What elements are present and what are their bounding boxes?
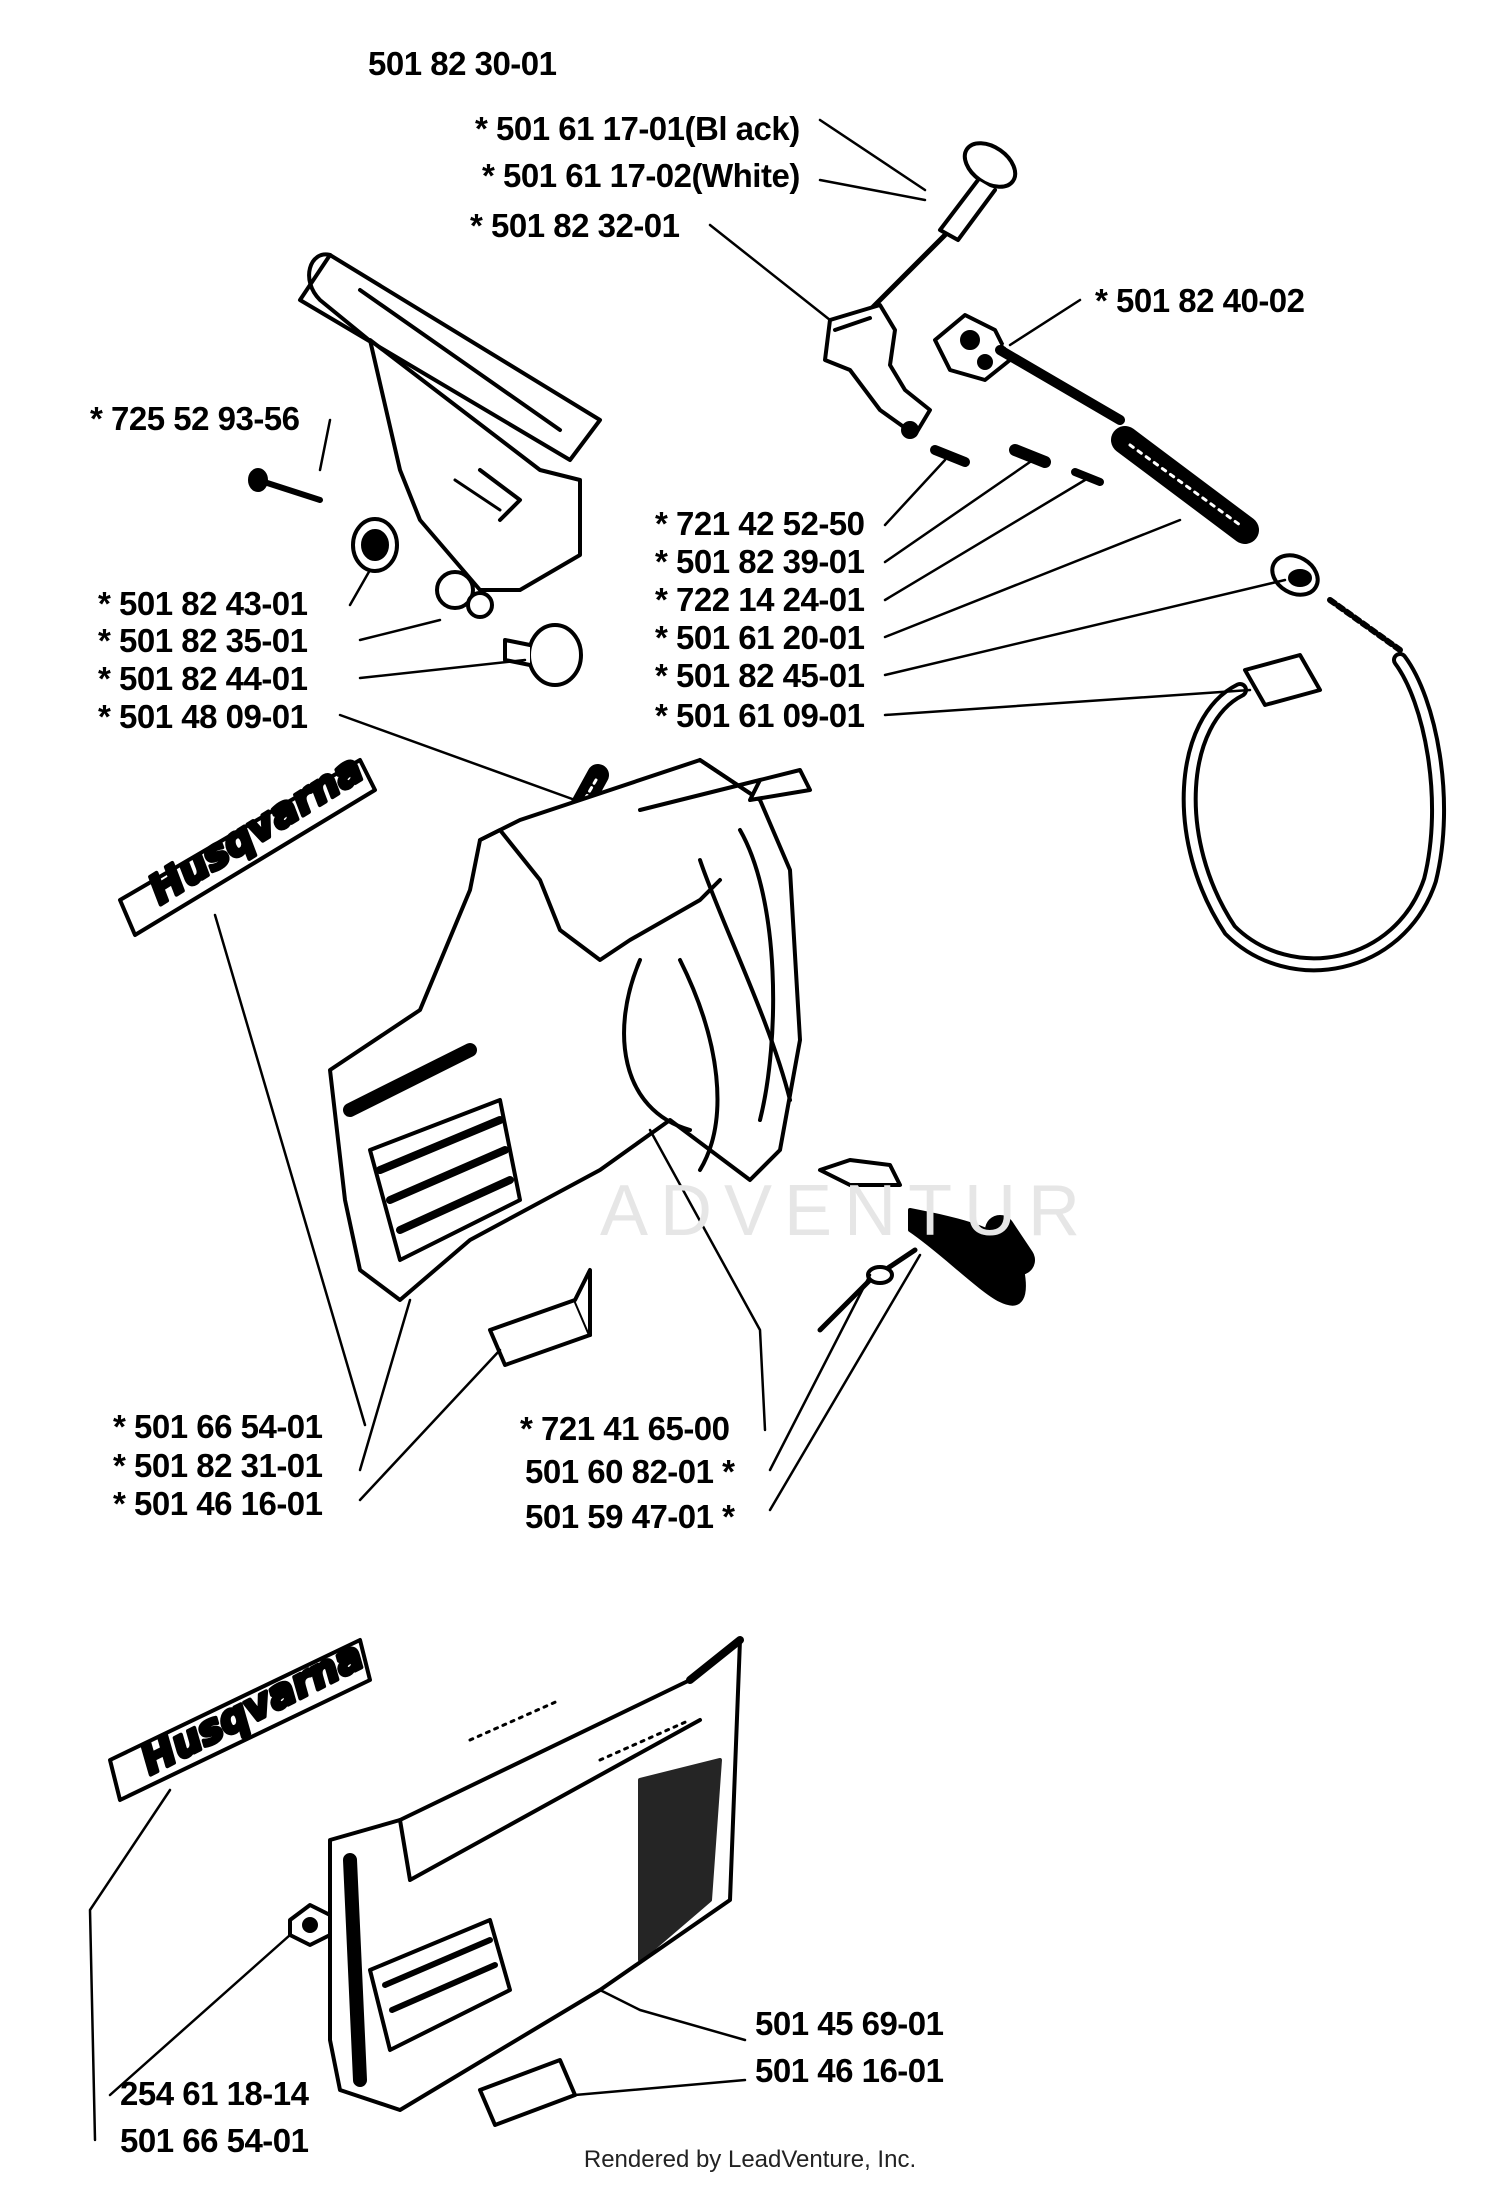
clutch-cover (328, 758, 802, 1302)
part-label: 501 60 82-01 * (525, 1453, 735, 1490)
part-label: * 721 41 65-00 (520, 1410, 730, 1447)
small-pins (930, 444, 1104, 486)
part-label: * 501 82 39-01 (655, 543, 865, 580)
leader-lines (88, 118, 1287, 2142)
assembly-number: 501 82 30-01 (368, 45, 557, 82)
wear-pad (488, 1268, 592, 1367)
choke-knob (847, 141, 1018, 333)
part-label: * 501 82 35-01 (98, 622, 308, 659)
nut (288, 1903, 332, 1947)
spring-washer (351, 517, 399, 573)
part-label: 501 45 69-01 (755, 2005, 944, 2042)
part-label: * 725 52 93-56 (90, 400, 300, 437)
svg-text:Husqvarna: Husqvarna (141, 746, 371, 914)
part-label: * 501 82 40-02 (1095, 282, 1305, 319)
part-label: * 501 82 44-01 (98, 660, 308, 697)
watermark-text: ADVENTUR (600, 1171, 1093, 1251)
part-label: * 501 61 20-01 (655, 619, 865, 656)
brake-band (1181, 652, 1446, 973)
svg-text:Husqvarna: Husqvarna (134, 1633, 371, 1784)
part-label: * 501 61 17-01(Bl ack) (475, 110, 800, 147)
part-label: * 501 66 54-01 (113, 1408, 323, 1445)
part-label: 501 46 16-01 (755, 2052, 944, 2089)
brake-spring (1111, 426, 1259, 544)
chain-cover (328, 1636, 744, 2112)
part-label: * 501 82 45-01 (655, 657, 865, 694)
part-label: * 501 82 32-01 (470, 207, 680, 244)
part-label: * 501 61 17-02(White) (482, 157, 800, 194)
chain-catcher (638, 768, 812, 812)
part-label: * 501 48 09-01 (98, 698, 308, 735)
part-label: 254 61 18-14 (120, 2075, 309, 2112)
part-label: * 722 14 24-01 (655, 581, 865, 618)
front-handle-guard (298, 252, 602, 619)
spring-cup (1270, 553, 1403, 653)
husqvarna-decal-upper: Husqvarna (118, 744, 377, 937)
handle-bolt (248, 468, 323, 503)
part-label: 501 66 54-01 (120, 2122, 309, 2159)
rubber-buffer (908, 1208, 1035, 1306)
footer-credit: Rendered by LeadVenture, Inc. (583, 2146, 917, 2173)
choke-lever-bracket (823, 303, 932, 439)
part-label: * 501 46 16-01 (113, 1485, 323, 1522)
cable-end (817, 1247, 918, 1333)
part-label: * 501 82 31-01 (113, 1447, 323, 1484)
part-label: * 721 42 52-50 (655, 505, 865, 542)
part-label: * 501 61 09-01 (655, 697, 865, 734)
husqvarna-decal-lower: Husqvarna (108, 1631, 373, 1802)
wear-pad-lower (478, 2058, 577, 2127)
part-label: * 501 82 43-01 (98, 585, 308, 622)
brake-lever-strip (818, 1158, 902, 1187)
lever-knob (503, 623, 583, 687)
part-label: 501 59 47-01 * (525, 1498, 735, 1535)
trigger-rod-assembly (933, 313, 1125, 425)
